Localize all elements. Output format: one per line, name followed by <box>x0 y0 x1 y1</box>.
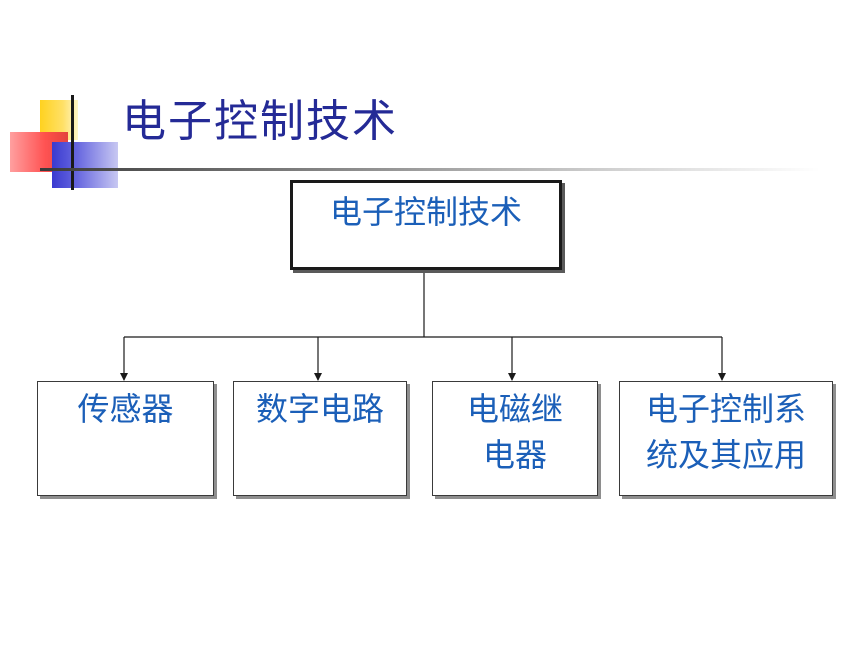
child-node-label: 传感器 <box>77 390 174 428</box>
child-node-digital-circuit: 数字电路 <box>233 381 407 496</box>
child-node-control-system: 电子控制系 统及其应用 <box>619 381 833 496</box>
title-underline <box>40 168 820 171</box>
title-ornament-vertical-line <box>71 95 74 190</box>
slide-title: 电子控制技术 <box>122 96 398 147</box>
title-ornament-blue-square <box>52 142 118 188</box>
child-node-label: 数字电路 <box>255 390 384 428</box>
child-node-label-line-2: 电器 <box>482 436 547 474</box>
child-node-sensor: 传感器 <box>37 381 214 496</box>
child-node-label-line-1: 电子控制系 <box>645 390 806 428</box>
child-node-label-line-2: 统及其应用 <box>645 436 806 474</box>
root-node-label: 电子控制技术 <box>329 193 522 231</box>
root-node-box: 电子控制技术 <box>290 180 562 270</box>
child-node-label-line-1: 电磁继 <box>466 390 563 428</box>
child-node-relay: 电磁继 电器 <box>432 381 598 496</box>
